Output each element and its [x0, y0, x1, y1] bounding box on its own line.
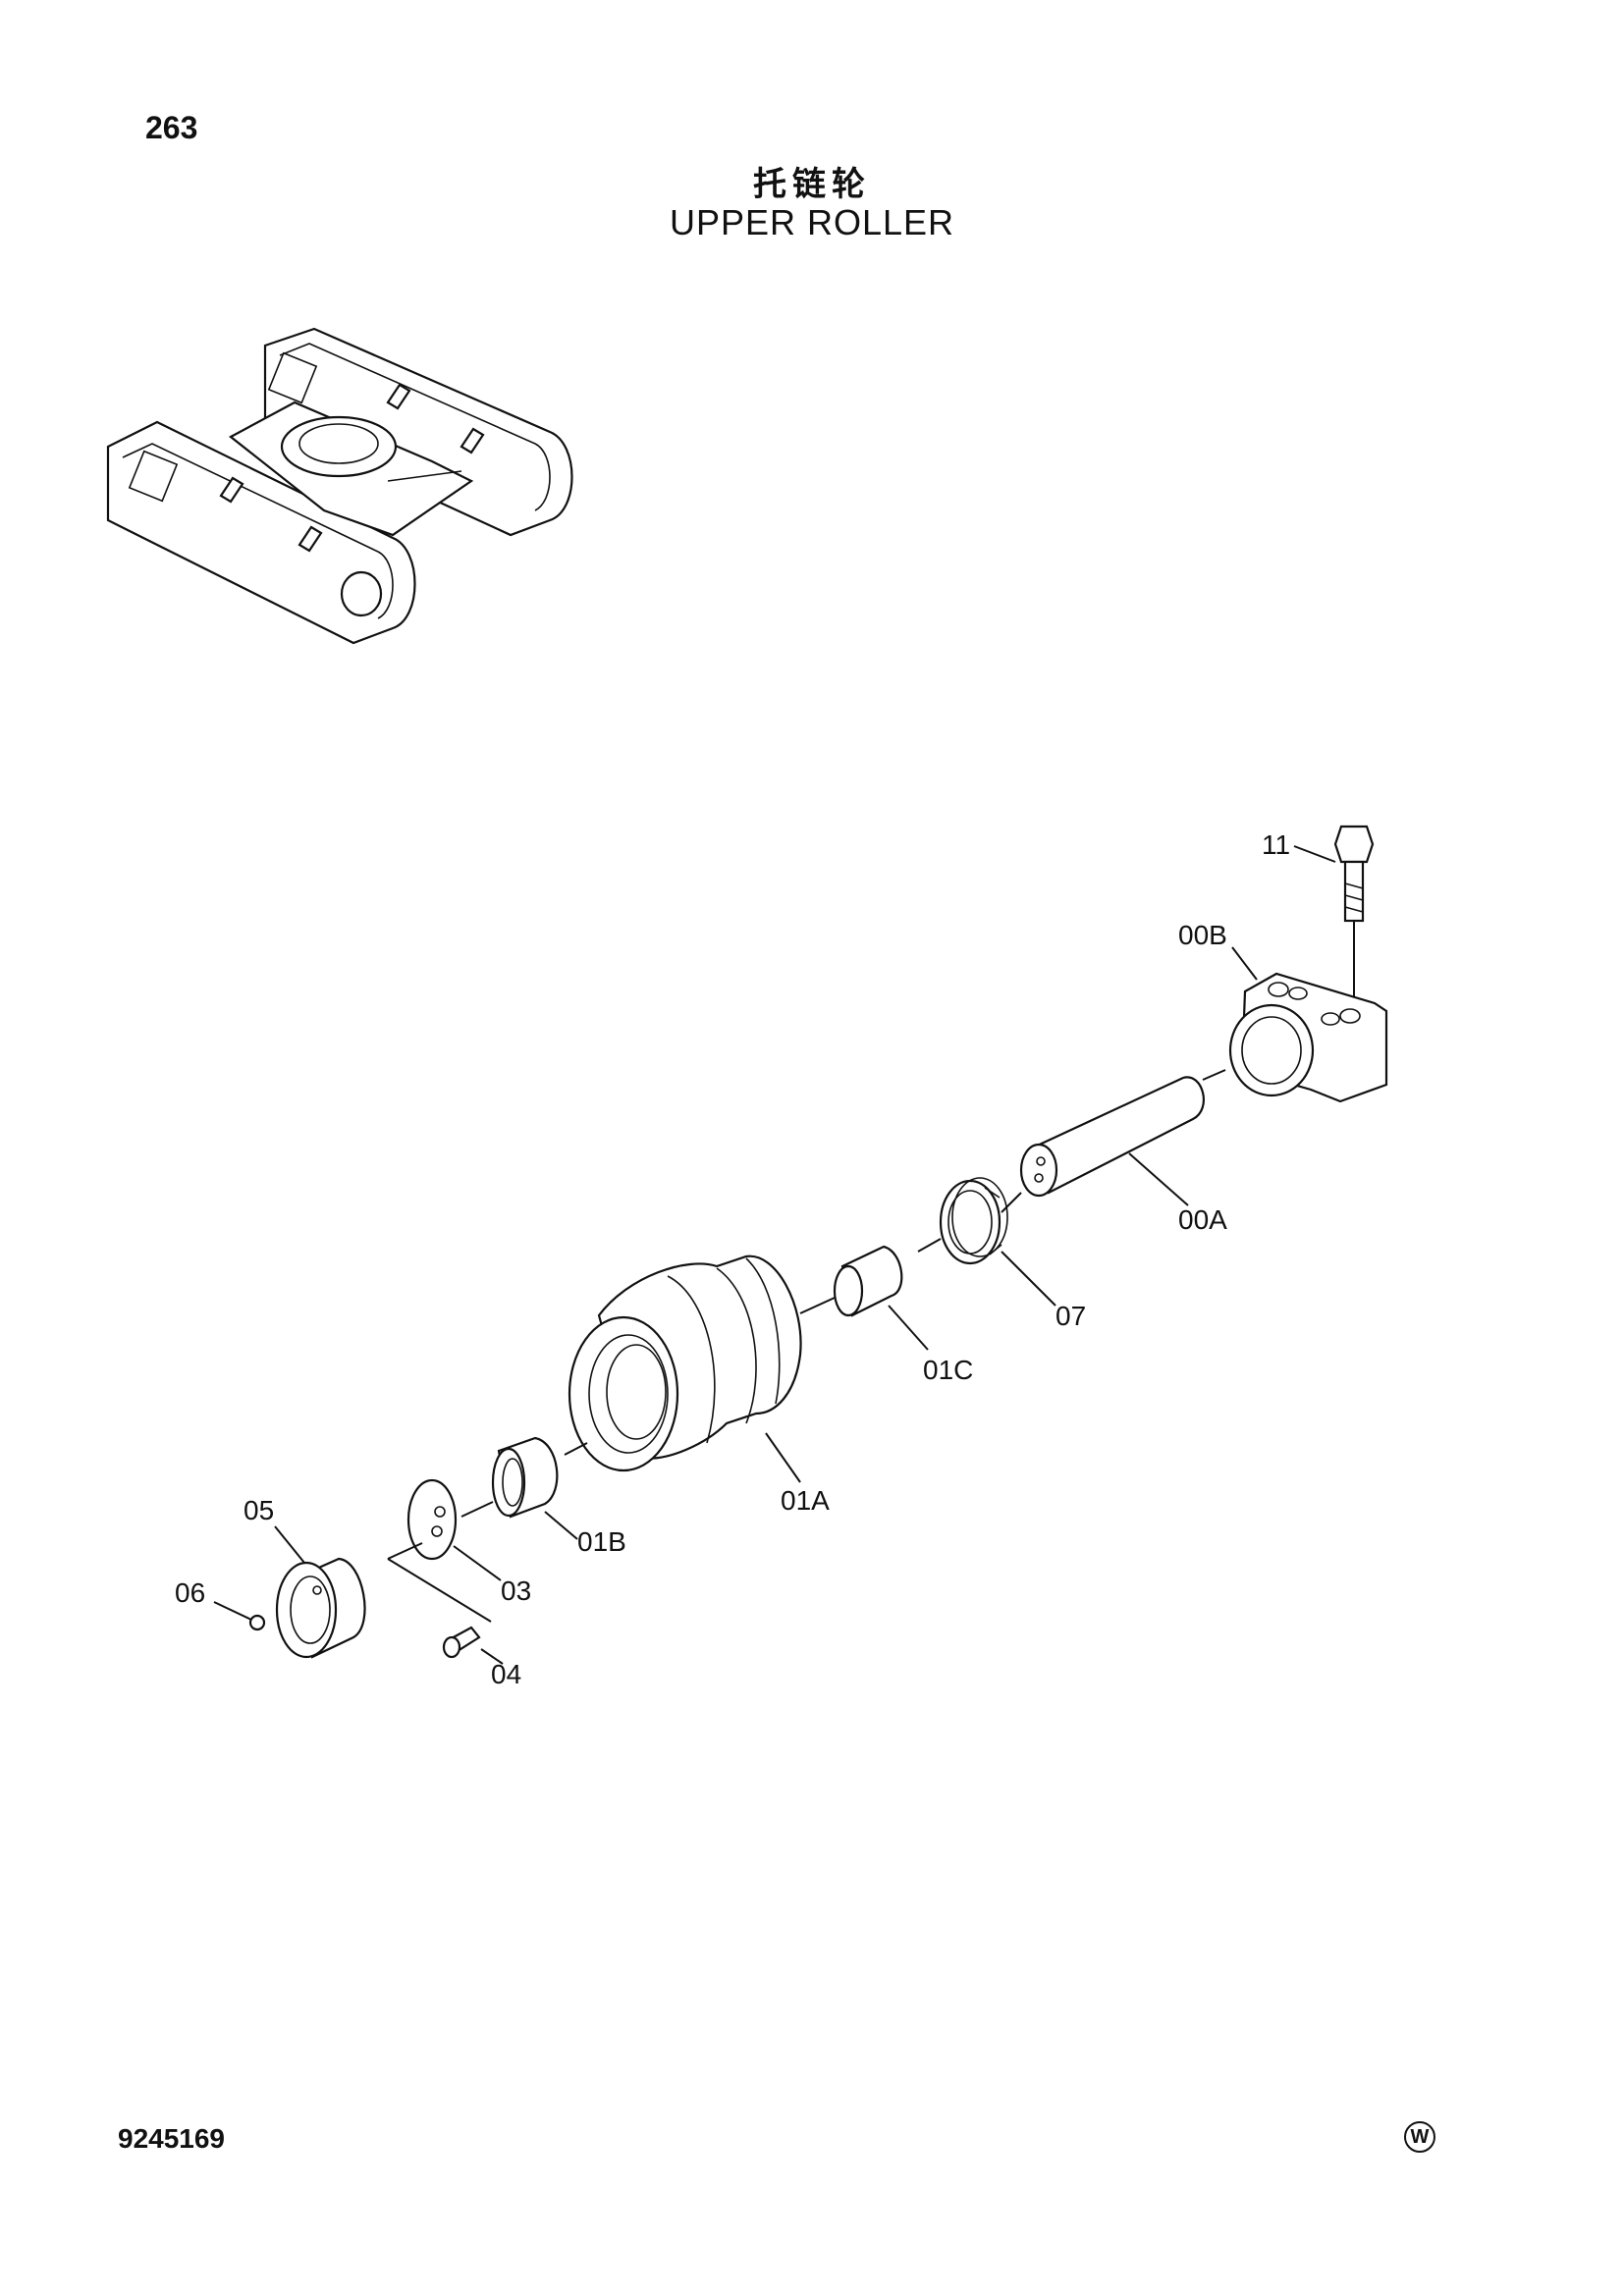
- part-01C-bushing: [799, 1245, 929, 1351]
- manufacturer-mark: W: [1404, 2121, 1435, 2153]
- callout-01B: 01B: [577, 1526, 626, 1557]
- callout-07: 07: [1056, 1301, 1086, 1331]
- callout-03: 03: [501, 1575, 531, 1606]
- part-00B-bracket: [1202, 946, 1388, 1103]
- title-chinese: 托链轮: [753, 165, 871, 204]
- part-01A-roller: [568, 1255, 802, 1483]
- part-06-plug: [213, 1601, 266, 1631]
- callout-01A: 01A: [781, 1485, 830, 1516]
- part-05-cover: [274, 1525, 366, 1659]
- callout-11: 11: [1262, 829, 1290, 860]
- part-04-bolt: [442, 1626, 504, 1665]
- callout-04: 04: [491, 1659, 521, 1689]
- document-number: 9245169: [118, 2123, 226, 2154]
- callout-01C: 01C: [923, 1355, 973, 1385]
- part-01B-collar: [491, 1436, 588, 1540]
- part-00A-shaft: [1001, 1076, 1205, 1213]
- page-number: 263: [145, 110, 198, 145]
- title-english: UPPER ROLLER: [669, 202, 955, 242]
- callout-05: 05: [244, 1495, 274, 1525]
- callout-00A: 00A: [1178, 1204, 1227, 1235]
- part-11-bolt: [1293, 825, 1375, 1011]
- part-07-seal: [917, 1177, 1056, 1307]
- callout-00B: 00B: [1178, 920, 1227, 950]
- part-03-plate: [387, 1478, 502, 1623]
- undercarriage-overview: [106, 327, 573, 645]
- callout-06: 06: [175, 1577, 205, 1608]
